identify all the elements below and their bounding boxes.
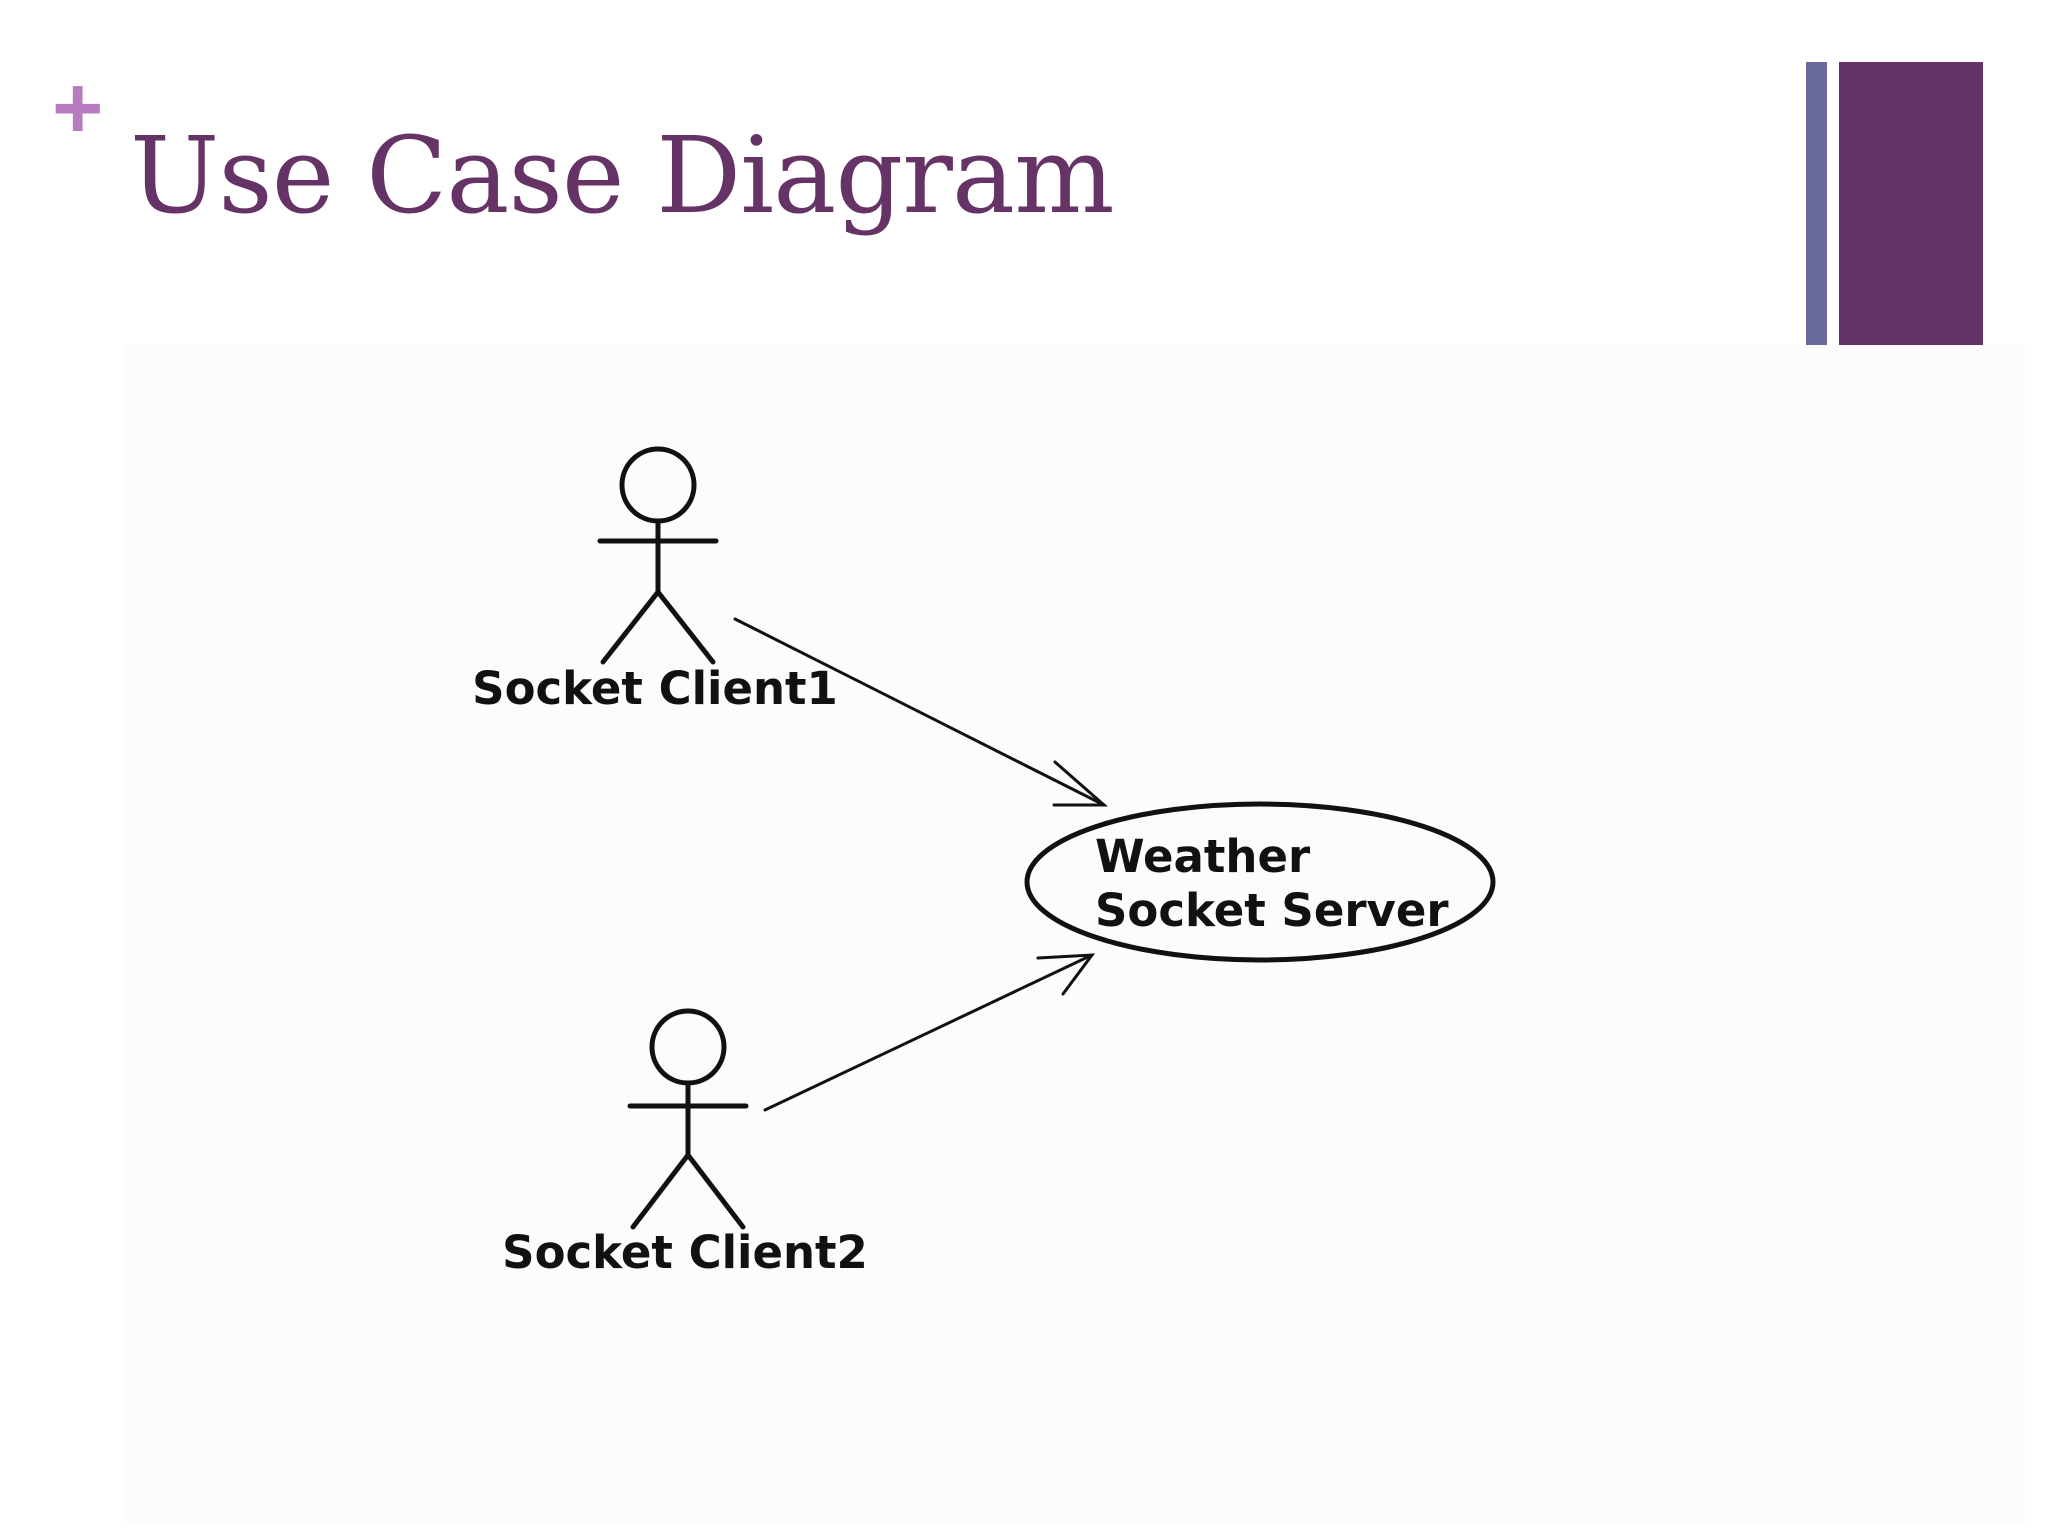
actor-left-leg (600, 589, 661, 665)
use-case-label-line1: Weather (1095, 830, 1311, 883)
accent-bar-thin (1806, 62, 1827, 422)
use-case-ellipse (1024, 801, 1496, 963)
arrow-shaft (763, 953, 1094, 1112)
actor-label-socket-client1: Socket Client1 (472, 662, 838, 715)
association-arrow-client2 (763, 953, 1096, 1112)
actor-right-leg (685, 1152, 746, 1230)
plus-icon: + (52, 58, 104, 157)
actor-socket-client1 (597, 446, 719, 665)
actor-socket-client2 (627, 1008, 749, 1230)
actor-head (649, 1008, 727, 1086)
use-case-label-line2: Socket Server (1095, 884, 1449, 937)
actor-left-leg (630, 1152, 691, 1230)
arrow-shaft (733, 617, 1106, 807)
arrow-head (1036, 953, 1096, 996)
actor-right-leg (655, 589, 716, 665)
association-arrow-client1 (733, 617, 1108, 807)
slide-title: Use Case Diagram (130, 114, 1115, 237)
actor-head (619, 446, 697, 524)
arrow-head (1052, 760, 1108, 807)
actor-label-socket-client2: Socket Client2 (502, 1226, 868, 1279)
diagram-panel (125, 345, 2025, 1525)
